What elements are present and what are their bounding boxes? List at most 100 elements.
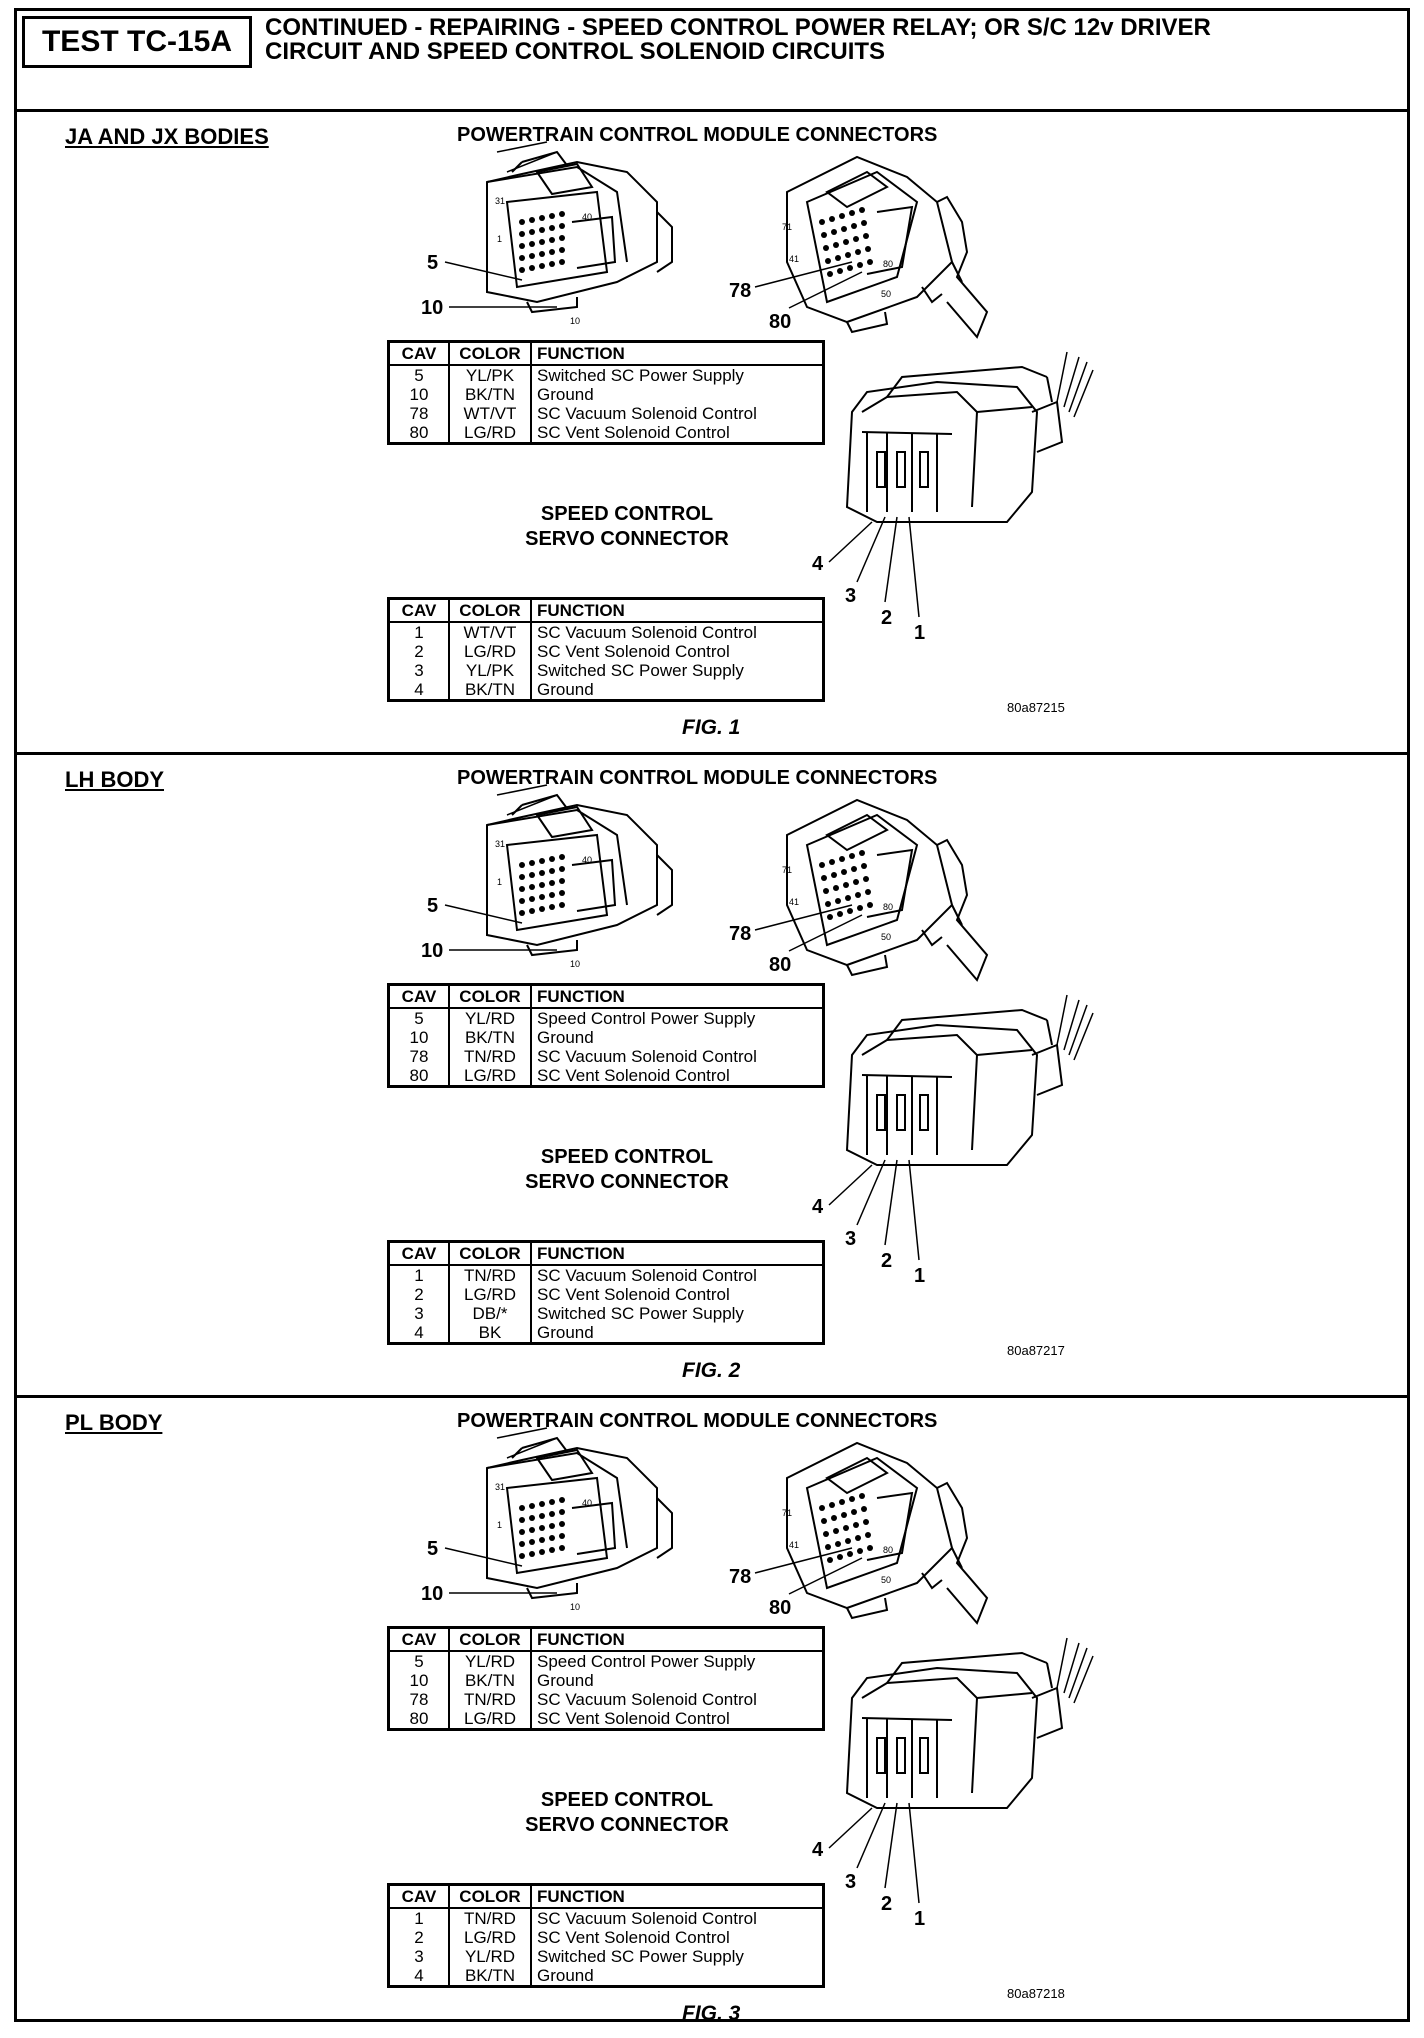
cav-cell: 3 xyxy=(388,661,450,680)
pcm-pin-label-78: 78 xyxy=(729,280,751,302)
servo-heading-line-1: SPEED CONTROL xyxy=(540,503,714,525)
figure-reference-number: 80a87215 xyxy=(1007,700,1065,715)
servo-pin-label-1: 1 xyxy=(914,1908,925,1930)
pcm-connector-right-drawing xyxy=(786,155,989,339)
servo-heading-line-1: SPEED CONTROL xyxy=(540,1146,714,1168)
pcm-pin-label-5: 5 xyxy=(427,1538,438,1560)
function-cell: SC Vent Solenoid Control xyxy=(537,1709,730,1728)
section-pl: PL BODY POWERTRAIN CONTROL MODULE CONNEC… xyxy=(17,1398,1407,2025)
pcm-connector-left-drawing xyxy=(486,784,673,957)
pcm-left-label-31: 31 xyxy=(495,1482,505,1492)
pcm-connector-left-pins xyxy=(519,211,565,273)
servo-pin-label-1: 1 xyxy=(914,1265,925,1287)
color-cell: WT/VT xyxy=(449,404,532,423)
servo-pin-label-4: 4 xyxy=(812,1196,824,1218)
body-label: LH BODY xyxy=(65,767,164,792)
function-cell: SC Vent Solenoid Control xyxy=(537,1066,730,1085)
color-cell: YL/RD xyxy=(449,1008,532,1028)
cav-cell: 5 xyxy=(388,1651,450,1671)
pcm-left-label-1: 1 xyxy=(497,234,502,244)
color-cell: YL/RD xyxy=(449,1947,532,1966)
servo-connector-drawing xyxy=(845,351,1094,523)
cav-cell: 2 xyxy=(388,1928,450,1947)
servo-heading-line-2: SERVO CONNECTOR xyxy=(525,528,729,550)
pcm-connector-right-drawing xyxy=(786,798,989,982)
pcm-right-label-80: 80 xyxy=(883,259,893,269)
service-manual-page: TEST TC-15A CONTINUED - REPAIRING - SPEE… xyxy=(14,8,1410,2025)
cav-header: CAV xyxy=(388,341,450,366)
function-cell: Speed Control Power Supply xyxy=(537,1652,756,1671)
pcm-left-label-10: 10 xyxy=(570,959,580,969)
pcm-left-label-31: 31 xyxy=(495,196,505,206)
pcm-right-label-50: 50 xyxy=(881,932,891,942)
function-header: FUNCTION xyxy=(531,598,824,623)
color-cell: YL/RD xyxy=(449,1651,532,1671)
function-cell: Ground xyxy=(537,1028,594,1047)
cav-cell: 78 xyxy=(388,1047,450,1066)
servo-pin-label-3: 3 xyxy=(845,1228,856,1250)
function-cell: Switched SC Power Supply xyxy=(537,661,744,680)
section-lh: LH BODY POWERTRAIN CONTROL MODULE CONNEC… xyxy=(17,755,1407,1398)
color-cell: LG/RD xyxy=(449,1709,532,1730)
color-cell: TN/RD xyxy=(449,1047,532,1066)
cav-cell: 80 xyxy=(388,1709,450,1730)
pcm-right-label-80: 80 xyxy=(883,1545,893,1555)
pcm-right-label-80: 80 xyxy=(883,902,893,912)
cav-cell: 4 xyxy=(388,1966,450,1987)
pcm-right-label-41: 41 xyxy=(789,897,799,907)
color-cell: LG/RD xyxy=(449,1928,532,1947)
body-label: PL BODY xyxy=(65,1410,163,1435)
cav-cell: 80 xyxy=(388,423,450,444)
function-header: FUNCTION xyxy=(531,341,824,366)
function-cell: SC Vent Solenoid Control xyxy=(537,1928,730,1947)
connector-drawings: 31 1 40 10 5 10 71 41 80 50 xyxy=(421,1427,1094,1930)
page-header: TEST TC-15A CONTINUED - REPAIRING - SPEE… xyxy=(17,11,1407,112)
servo-pin-label-2: 2 xyxy=(881,607,892,629)
color-cell: BK/TN xyxy=(449,1966,532,1987)
cav-cell: 1 xyxy=(388,622,450,642)
pcm-right-label-71: 71 xyxy=(782,865,792,875)
page-title: CONTINUED - REPAIRING - SPEED CONTROL PO… xyxy=(265,16,1385,64)
function-header: FUNCTION xyxy=(531,1884,824,1909)
table-header-row: CAV COLOR FUNCTION xyxy=(388,598,824,623)
pcm-left-label-31: 31 xyxy=(495,839,505,849)
cav-cell: 5 xyxy=(388,365,450,385)
pcm-pin-label-80: 80 xyxy=(769,311,791,333)
figure-reference-number: 80a87218 xyxy=(1007,1986,1065,2001)
color-header: COLOR xyxy=(449,1627,532,1652)
pcm-pin-label-10: 10 xyxy=(421,1583,443,1605)
cav-header: CAV xyxy=(388,1627,450,1652)
figure-label: FIG. 3 xyxy=(682,2002,741,2025)
pcm-left-label-10: 10 xyxy=(570,1602,580,1612)
function-cell: Ground xyxy=(537,1671,594,1690)
page-title-line-2: CIRCUIT AND SPEED CONTROL SOLENOID CIRCU… xyxy=(265,38,886,65)
body-label: JA AND JX BODIES xyxy=(65,124,269,149)
cav-cell: 3 xyxy=(388,1947,450,1966)
color-cell: DB/* xyxy=(449,1304,532,1323)
pcm-left-label-40: 40 xyxy=(582,1498,592,1508)
function-cell: SC Vent Solenoid Control xyxy=(537,642,730,661)
servo-connector-heading: SPEED CONTROL SERVO CONNECTOR xyxy=(472,502,782,552)
servo-connector-heading: SPEED CONTROL SERVO CONNECTOR xyxy=(472,1788,782,1838)
